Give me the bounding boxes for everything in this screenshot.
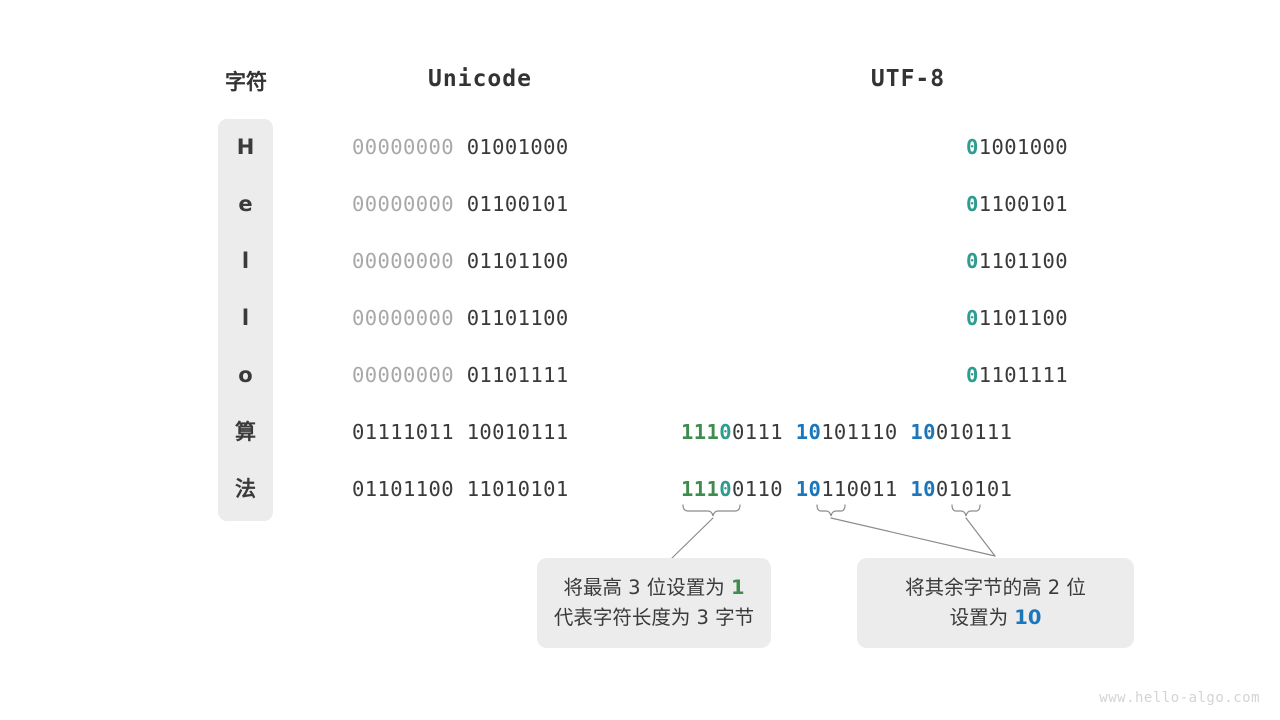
annotation-box-length-marker: 将最高 3 位设置为 1 代表字符长度为 3 字节 bbox=[537, 558, 771, 648]
table-row: 00000000 01100101 01100101 bbox=[0, 176, 1280, 233]
annotation-text: 设置为 bbox=[949, 606, 1015, 629]
utf8-lead-bit: 0 bbox=[966, 363, 979, 387]
utf8-length-terminator-bit: 0 bbox=[719, 477, 732, 501]
character-cell: o bbox=[238, 363, 253, 387]
utf8-length-terminator-bit: 0 bbox=[719, 420, 732, 444]
annotation-line: 设置为 10 bbox=[950, 603, 1042, 633]
unicode-bits: 00000000 01101100 bbox=[352, 290, 569, 347]
unicode-low-byte: 01100101 bbox=[466, 192, 569, 216]
character-cell: e bbox=[238, 192, 253, 216]
unicode-high-byte: 00000000 bbox=[352, 363, 467, 387]
utf8-lead-bit: 0 bbox=[966, 135, 979, 159]
table-row: 00000000 01101111 01101111 bbox=[0, 347, 1280, 404]
utf8-payload-bits: 0110 bbox=[731, 477, 783, 501]
unicode-high-byte: 01111011 bbox=[352, 420, 467, 444]
utf8-bits: 11100110 10110011 10010101 bbox=[681, 461, 1012, 518]
utf8-lead-bit: 0 bbox=[966, 249, 979, 273]
unicode-high-byte: 00000000 bbox=[352, 192, 467, 216]
unicode-high-byte: 00000000 bbox=[352, 306, 467, 330]
bit-separator bbox=[898, 420, 911, 444]
utf8-continuation-marker-bits: 10 bbox=[795, 477, 822, 501]
utf8-payload-bits: 0111 bbox=[731, 420, 783, 444]
column-header-character: 字符 bbox=[225, 70, 267, 94]
unicode-bits: 00000000 01001000 bbox=[352, 119, 569, 176]
unicode-low-byte: 01001000 bbox=[466, 135, 569, 159]
annotation-line: 代表字符长度为 3 字节 bbox=[553, 606, 755, 629]
utf8-lead-bit: 0 bbox=[966, 192, 979, 216]
column-header-utf8: UTF-8 bbox=[870, 66, 946, 92]
utf8-continuation-marker-bits: 10 bbox=[910, 477, 936, 501]
utf8-payload-bits: 110011 bbox=[821, 477, 898, 501]
unicode-bits: 00000000 01100101 bbox=[352, 176, 569, 233]
unicode-bits: 01111011 10010111 bbox=[352, 404, 569, 461]
column-header-unicode: Unicode bbox=[428, 66, 532, 92]
utf8-lead-bit: 0 bbox=[966, 306, 979, 330]
annotation-keyword: 10 bbox=[1014, 606, 1042, 629]
unicode-low-byte: 01101100 bbox=[466, 249, 569, 273]
character-cell: l bbox=[241, 249, 250, 273]
leader-line-length-marker bbox=[671, 517, 714, 559]
unicode-low-byte: 01101100 bbox=[466, 306, 569, 330]
annotation-line: 将其余字节的高 2 位 bbox=[905, 576, 1086, 599]
bit-separator bbox=[898, 477, 911, 501]
unicode-bits: 00000000 01101100 bbox=[352, 233, 569, 290]
unicode-low-byte: 10010111 bbox=[466, 420, 569, 444]
unicode-bits: 00000000 01101111 bbox=[352, 347, 569, 404]
utf8-payload-bits: 1101100 bbox=[978, 306, 1068, 330]
annotation-keyword: 1 bbox=[730, 576, 745, 599]
utf8-bits: 01101100 bbox=[966, 233, 1068, 290]
utf8-continuation-marker-bits: 10 bbox=[910, 420, 936, 444]
utf8-payload-bits: 1101100 bbox=[978, 249, 1068, 273]
bit-separator bbox=[783, 420, 796, 444]
utf8-payload-bits: 010101 bbox=[935, 477, 1013, 501]
unicode-bits: 01101100 11010101 bbox=[352, 461, 569, 518]
annotation-text: 将最高 3 位设置为 bbox=[563, 576, 731, 599]
unicode-high-byte: 01101100 bbox=[352, 477, 467, 501]
watermark: www.hello-algo.com bbox=[1099, 690, 1260, 706]
bit-separator bbox=[783, 477, 796, 501]
utf8-bits: 01101111 bbox=[966, 347, 1068, 404]
utf8-bits: 01101100 bbox=[966, 290, 1068, 347]
table-row: 00000000 01001000 01001000 bbox=[0, 119, 1280, 176]
unicode-low-byte: 01101111 bbox=[466, 363, 569, 387]
utf8-length-marker-bits: 111 bbox=[681, 477, 720, 501]
table-row: 01111011 10010111 11100111 10101110 1001… bbox=[0, 404, 1280, 461]
leader-line-continuation-3 bbox=[965, 517, 996, 557]
table-row: 01101100 11010101 11100110 10110011 1001… bbox=[0, 461, 1280, 518]
character-cell: 算 bbox=[235, 420, 256, 444]
utf8-payload-bits: 010111 bbox=[935, 420, 1013, 444]
table-row: 00000000 01101100 01101100 bbox=[0, 233, 1280, 290]
utf8-continuation-marker-bits: 10 bbox=[795, 420, 822, 444]
utf8-payload-bits: 1001000 bbox=[978, 135, 1068, 159]
utf8-bits: 01001000 bbox=[966, 119, 1068, 176]
annotation-line: 将最高 3 位设置为 1 bbox=[563, 573, 744, 603]
table-row: 00000000 01101100 01101100 bbox=[0, 290, 1280, 347]
utf8-payload-bits: 1101111 bbox=[978, 363, 1068, 387]
annotation-box-continuation-bytes: 将其余字节的高 2 位 设置为 10 bbox=[857, 558, 1134, 648]
utf8-length-marker-bits: 111 bbox=[681, 420, 720, 444]
character-cell: l bbox=[241, 306, 250, 330]
utf8-payload-bits: 101110 bbox=[821, 420, 898, 444]
unicode-high-byte: 00000000 bbox=[352, 249, 467, 273]
utf8-bits: 11100111 10101110 10010111 bbox=[681, 404, 1012, 461]
character-column-panel: H e l l o 算 法 bbox=[218, 119, 273, 521]
unicode-low-byte: 11010101 bbox=[466, 477, 569, 501]
unicode-high-byte: 00000000 bbox=[352, 135, 467, 159]
leader-line-continuation-2 bbox=[830, 517, 996, 557]
utf8-bits: 01100101 bbox=[966, 176, 1068, 233]
utf8-payload-bits: 1100101 bbox=[978, 192, 1068, 216]
character-cell: 法 bbox=[235, 477, 256, 501]
character-cell: H bbox=[236, 135, 255, 159]
